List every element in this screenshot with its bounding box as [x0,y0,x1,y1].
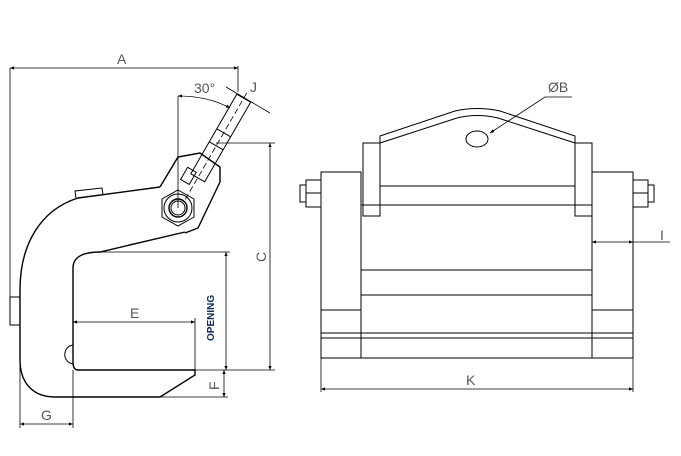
angle-label: 30° [194,80,215,96]
cross-bar [379,185,576,206]
body-nub [74,187,104,199]
j-dimension [225,86,271,114]
left-tab [9,296,21,326]
left-side-plate [320,171,362,359]
j-label: J [250,79,257,95]
right-lug [574,142,593,217]
front-view: ØB I K [299,79,670,392]
left-nut [299,179,322,208]
right-side-plate [591,171,634,359]
angle-arc [177,94,231,109]
a-label: A [117,51,127,67]
c-label: C [253,252,269,262]
bail-outer [379,108,576,143]
center-body [360,204,593,359]
clamp-body [19,186,196,398]
b-hole [465,130,489,148]
opening-label: OPENING [206,295,217,341]
i-label: I [660,227,664,243]
jaw-hole [64,344,74,365]
left-lug [362,142,381,217]
k-label: K [466,372,476,388]
b-label: ØB [548,79,568,95]
lifting-shackle [179,92,252,203]
right-nut [632,179,655,208]
g-label: G [41,407,52,423]
b-leader [489,96,572,134]
bail-inner [379,115,576,144]
side-view: 30° J A C OPENING F E G [9,51,275,428]
f-label: F [206,381,222,390]
e-label: E [130,305,139,321]
